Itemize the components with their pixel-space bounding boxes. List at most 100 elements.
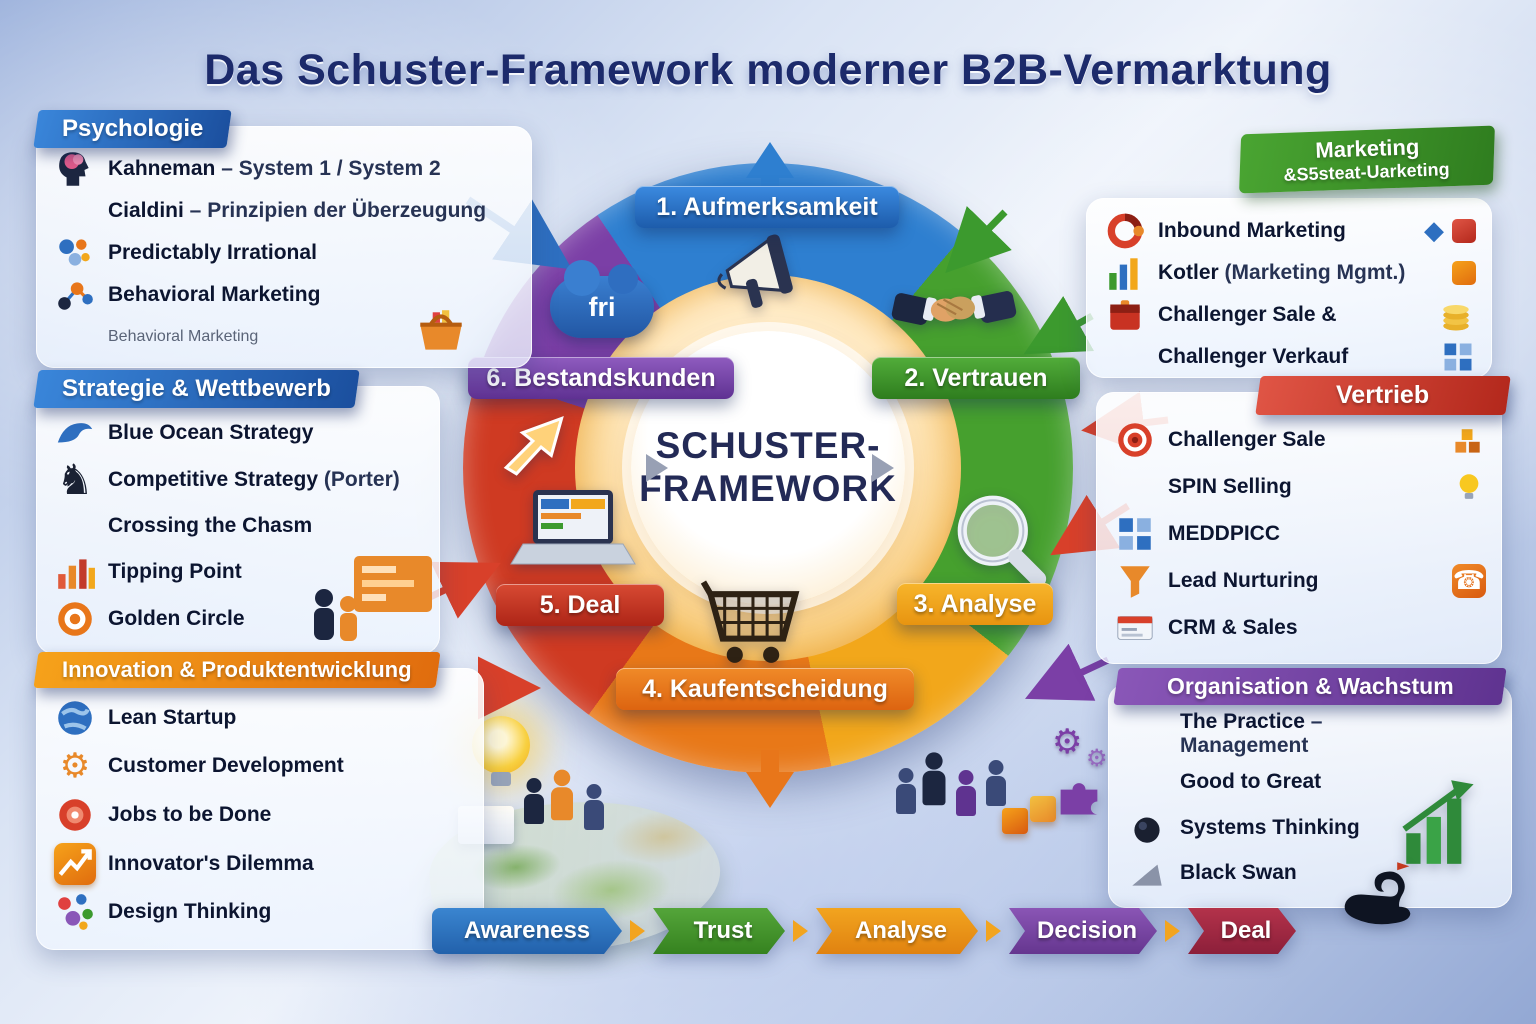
item-label-bold: Kotler <box>1158 261 1219 284</box>
kotler-chart-icon <box>1104 252 1146 294</box>
row-decor-icons <box>1436 294 1476 336</box>
list-item: SPIN Selling <box>1114 466 1486 508</box>
red-tile-icon <box>1452 219 1476 243</box>
list-item: Crossing the Chasm <box>54 505 424 547</box>
item-label: Black Swan <box>1180 861 1297 885</box>
person-icon <box>524 778 544 826</box>
row-decor-icons: ◆ <box>1424 218 1476 244</box>
item-label-bold: Predictably Irrational <box>108 241 317 264</box>
fri-cloud-label: fri <box>588 291 616 322</box>
item-label-bold: Tipping Point <box>108 560 242 584</box>
grid-icon <box>1440 336 1476 378</box>
list-item: ♞ Competitive Strategy (Porter) <box>54 454 424 504</box>
list-item: Challenger Verkauf <box>1104 336 1476 378</box>
list-item: The Practice – Management <box>1126 710 1408 758</box>
item-label-bold: Golden Circle <box>108 606 245 630</box>
item-label-bold: Lead Nurturing <box>1168 569 1319 592</box>
item-label-bold: Customer Development <box>108 754 344 778</box>
flow-arrow-icon <box>1165 920 1180 942</box>
person-icon <box>956 770 976 818</box>
black-sphere-icon <box>1126 807 1168 849</box>
item-label: Behavioral Marketing <box>108 283 320 307</box>
item-label-rest: (Marketing Mgmt.) <box>1218 261 1406 284</box>
item-label: Innovator's Dilemma <box>108 852 314 876</box>
item-label: Blue Ocean Strategy <box>108 421 313 445</box>
item-label: Competitive Strategy (Porter) <box>108 468 400 492</box>
flow-arrow-icon <box>793 920 808 942</box>
list-item: Kotler (Marketing Mgmt.) <box>1104 252 1476 294</box>
item-label-bold: SPIN Selling <box>1168 475 1292 498</box>
flow-arrow-icon <box>986 920 1001 942</box>
item-label: Customer Development <box>108 754 344 778</box>
list-item: Behavioral Marketing <box>54 274 516 316</box>
inbound-magnet-icon <box>1104 210 1146 252</box>
list-item: Blue Ocean Strategy <box>54 412 424 454</box>
item-label: Jobs to be Done <box>108 803 271 827</box>
page-title: Das Schuster-Framework moderner B2B-Verm… <box>204 46 1332 94</box>
item-label: SPIN Selling <box>1168 475 1292 499</box>
list-item: CRM & Sales <box>1114 607 1486 649</box>
row-decor-icons <box>1452 466 1486 508</box>
panel-organisation-ribbon: Organisation & Wachstum <box>1113 668 1507 705</box>
item-label-bold: Crossing the Chasm <box>108 513 313 537</box>
item-label-bold: Behavioral Marketing <box>108 283 321 306</box>
molecule-icon <box>54 274 96 316</box>
item-label-bold: Lean Startup <box>108 705 237 729</box>
growth-chart-icon <box>1398 770 1490 872</box>
framework-name-line2: FRAMEWORK <box>639 468 897 509</box>
presentation-scene <box>302 550 440 648</box>
building-block-icon <box>1002 808 1028 834</box>
item-label: Inbound Marketing <box>1158 219 1346 243</box>
item-label-bold: Kahneman <box>108 157 216 180</box>
golden-circle-icon <box>54 598 96 640</box>
item-label: Crossing the Chasm <box>108 514 312 538</box>
list-item: Black Swan <box>1126 852 1408 894</box>
item-label: Systems Thinking <box>1180 816 1360 840</box>
item-label: Kahneman – System 1 / System 2 <box>108 157 441 181</box>
item-label: Predictably Irrational <box>108 241 317 265</box>
phone-icon: ☎ <box>1452 564 1486 598</box>
list-item: Golden Circle <box>54 598 424 640</box>
item-label: Behavioral Marketing <box>108 328 258 346</box>
item-label-bold: Challenger Verkauf <box>1158 345 1349 368</box>
funnel-icon <box>1114 560 1156 602</box>
ocean-wave-icon <box>54 412 96 454</box>
panel-psychologie-ribbon: Psychologie <box>33 110 233 148</box>
molecules-icon <box>54 891 96 933</box>
flow-step-trust: Trust <box>653 908 785 954</box>
black-swan-icon <box>1330 846 1432 932</box>
dilemma-curve-icon <box>54 842 96 885</box>
person-icon <box>923 752 946 807</box>
handshake-icon <box>890 266 1018 350</box>
item-label-bold: Systems Thinking <box>1180 815 1360 839</box>
row-decor-icons <box>1440 336 1476 378</box>
item-label-bold: CRM & Sales <box>1168 616 1298 639</box>
row-decor-icons <box>1452 261 1476 285</box>
shopping-basket-icon <box>412 304 470 356</box>
orange-tile-icon <box>1452 261 1476 285</box>
growth-arrow-icon <box>498 406 580 478</box>
person-icon <box>551 770 573 823</box>
megaphone-icon <box>712 228 816 316</box>
gem-icon: ◆ <box>1424 216 1444 246</box>
panel-title: Psychologie <box>62 115 204 142</box>
list-item: ⚙ Customer Development <box>54 745 468 787</box>
item-label-rest: (Porter) <box>318 467 400 491</box>
stage-banner-aufmerksamkeit: 1. Aufmerksamkeit <box>635 186 899 228</box>
magnifier-icon <box>948 486 1060 598</box>
item-label-bold: Black Swan <box>1180 861 1297 885</box>
item-label: Challenger Sale <box>1168 428 1326 452</box>
globe-icon <box>54 697 96 739</box>
item-label: Lean Startup <box>108 706 236 730</box>
list-item: MEDDPICC <box>1114 513 1486 555</box>
list-item: Tipping Point <box>54 551 424 593</box>
item-label: MEDDPICC <box>1168 522 1280 546</box>
flow-step-awareness: Awareness <box>432 908 622 954</box>
panel-marketing-ribbon: Marketing &S5steat-Uarketing <box>1239 125 1495 194</box>
item-label-bold: Competitive Strategy <box>108 467 319 491</box>
panel-vertrieb-ribbon: Vertrieb <box>1255 376 1511 415</box>
chess-knight-icon: ♞ <box>56 454 94 504</box>
stage-banner-bestandskunden: 6. Bestandskunden <box>468 357 734 399</box>
person-icon <box>986 760 1006 808</box>
panel-innovation: Innovation & Produktentwicklung Lean Sta… <box>33 652 484 950</box>
